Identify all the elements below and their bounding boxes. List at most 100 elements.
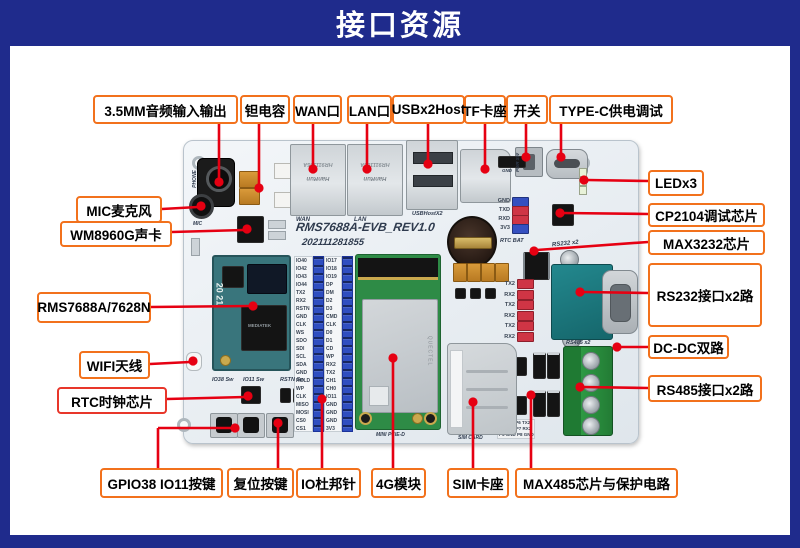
silk-rs485: RS485 x2 [566, 340, 591, 346]
tact-button [237, 413, 265, 438]
silk-mic: MIC [193, 221, 203, 227]
silk-row: CLK [296, 322, 307, 328]
typec-slot [554, 159, 580, 168]
silk-row: GND [296, 370, 308, 376]
silk-row: DM [326, 290, 334, 296]
usb-slot [413, 152, 453, 164]
rs485-callout-label: RS485接口x2路 [648, 375, 762, 402]
terminal-screw [582, 352, 600, 370]
sim-sled [450, 350, 463, 428]
silk-row: TX2 [504, 323, 515, 330]
silk-row: IO18 [326, 266, 337, 272]
mount-hole [177, 418, 191, 432]
silk-row: CS0 [296, 418, 306, 424]
terminal-screw [582, 396, 600, 414]
wifi-callout-label: WIFI天线 [79, 351, 150, 379]
silk-wan: WAN [296, 217, 310, 223]
silk-row: DP [326, 282, 333, 288]
max3232-chip-component [523, 252, 550, 280]
silk-sim: SIM CARD [458, 435, 483, 441]
io-header-pins [313, 256, 324, 432]
silk-row: CLK [296, 394, 307, 400]
silk-row: IO19 [326, 274, 337, 280]
protection-diode [533, 352, 546, 379]
flash-chip [222, 266, 244, 288]
silk-row: GND [326, 418, 338, 424]
audio-jack-ring [206, 166, 232, 192]
silk-row: RX2 [504, 333, 515, 340]
silk-row: 3V3 [500, 225, 510, 231]
ethernet-part: HR911105A [303, 161, 333, 167]
jumper [517, 332, 534, 342]
silk-row: CMD [326, 314, 338, 320]
silk-row: RXD [498, 216, 510, 222]
antenna-dot [191, 358, 196, 363]
usb-callout-label: USBx2Host [392, 95, 465, 124]
coin-battery [447, 216, 497, 268]
tact-button [210, 413, 238, 438]
page-title: 接口资源 [335, 10, 464, 42]
terminal-screw [582, 417, 600, 435]
silk-row: GND [296, 314, 308, 320]
module-4g: QUECTEL [355, 254, 441, 430]
silk-row: IO17 [326, 258, 337, 264]
silk-row: SDI [296, 346, 305, 352]
silk-row: TXD [499, 207, 510, 213]
rtc-callout-label: RTC时钟芯片 [57, 387, 167, 414]
silk-row: RX2 [504, 291, 515, 298]
silk-row: CLK [326, 322, 337, 328]
silk-phone: PHONE [191, 170, 198, 188]
button-cap [272, 417, 288, 433]
usb-dual-port [406, 140, 458, 210]
max485-callout-label: MAX485芯片与保护电路 [515, 468, 678, 498]
silk-row: MISO [296, 402, 309, 408]
silk-row: IO44 [296, 282, 307, 288]
silk-mini-pcie: MINI PCIE-D [376, 432, 405, 438]
cp2104-callout-label: CP2104调试芯片 [648, 203, 765, 227]
silk-rstn-sw: RSTN Sw [280, 377, 305, 383]
ram-chip [247, 264, 287, 294]
silk-row: TX2 [504, 281, 515, 287]
switch-callout-label: 开关 [506, 95, 548, 124]
max3232-callout-label: MAX3232芯片 [648, 230, 765, 255]
silk-row: GND [326, 402, 338, 408]
silk-row: CH1 [326, 378, 337, 384]
module-screw [359, 412, 372, 425]
jumper [512, 224, 529, 234]
wan-callout-label: WAN口 [293, 95, 342, 124]
io-header-pins [342, 256, 353, 432]
ethernet-part: HR911105A [360, 161, 390, 167]
module4g-callout-label: 4G模块 [371, 468, 426, 498]
transistor [470, 288, 481, 299]
rtc-chip-component [241, 386, 261, 404]
module-qr [369, 386, 389, 406]
title-banner: 接口资源 [0, 0, 800, 46]
passive-parts [191, 238, 200, 256]
soc-callout-label: RMS7688A/7628N [37, 292, 151, 323]
led [579, 168, 587, 177]
passive-parts [268, 231, 286, 240]
silk-row: RX2 [326, 362, 336, 368]
soc-module: MEDIATEK 20 21 [212, 255, 291, 371]
silk-row: TX2 [326, 370, 336, 376]
silk-row: IO11 [326, 394, 337, 400]
silk-row: WP [326, 354, 335, 360]
module-screw [424, 412, 437, 425]
silk-row: MOSI [296, 410, 309, 416]
silk-row: RX2 [296, 298, 306, 304]
silk-lan: LAN [354, 217, 367, 223]
silk-row: CD [326, 346, 334, 352]
passive-parts [268, 220, 286, 229]
gpio-callout-label: GPIO38 IO11按键 [100, 468, 223, 498]
wm8960-chip [237, 216, 264, 243]
tantalum-cap [239, 188, 260, 205]
silk-row: D0 [326, 330, 333, 336]
db9-dsub-slot [610, 284, 631, 322]
protection-diode [533, 390, 546, 417]
silk-row: GND [326, 410, 338, 416]
pcie-connector [358, 258, 438, 280]
jumper [517, 321, 534, 331]
silk-rtc-bat: RTC BAT [500, 238, 524, 244]
